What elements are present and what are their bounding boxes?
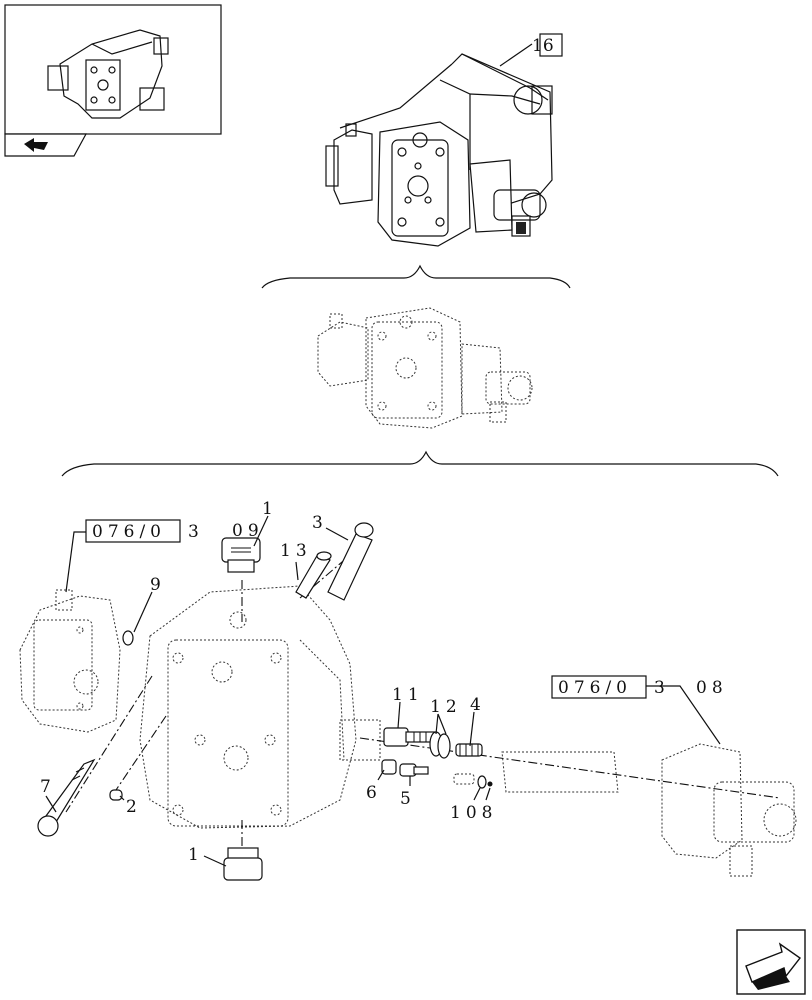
label-p3: 3 <box>312 513 323 533</box>
plug-top[interactable] <box>221 537 261 573</box>
sleeve-13[interactable] <box>295 551 332 599</box>
left-reference[interactable]: 076/0 3 <box>85 519 199 543</box>
arrow-next-icon <box>745 942 802 990</box>
top-assembly-drawing: 16 <box>325 33 563 247</box>
label-p1-top: 1 <box>262 499 273 519</box>
thumbnail-panel[interactable] <box>4 4 222 157</box>
label-p1-bottom: 1 <box>188 845 199 865</box>
right-reference[interactable]: 076/0 3 08 <box>551 675 728 699</box>
top-ref-label: 16 <box>532 36 554 56</box>
label-p2: 2 <box>126 797 137 817</box>
right-ref-suffix: 3 <box>654 678 665 698</box>
pin-3[interactable] <box>327 522 374 601</box>
screw-5[interactable] <box>399 763 429 777</box>
plug-bottom[interactable] <box>223 847 263 881</box>
label-p5: 5 <box>400 789 411 809</box>
pump-thumbnail <box>47 29 169 119</box>
exploded-view: 076/0 3 076/0 3 08 <box>19 499 797 881</box>
label-p12: 12 <box>430 697 462 717</box>
label-p11: 11 <box>392 685 424 705</box>
label-p13: 13 <box>280 541 312 561</box>
bushing-6[interactable] <box>381 759 397 775</box>
small-parts-108[interactable] <box>453 773 493 789</box>
rings-12[interactable] <box>429 731 451 759</box>
small-plug-2[interactable] <box>109 789 123 801</box>
bolt-11[interactable] <box>383 727 437 747</box>
label-p108: 108 <box>450 803 497 823</box>
label-p7: 7 <box>40 777 51 797</box>
spring-4[interactable] <box>455 743 483 757</box>
label-p6: 6 <box>366 783 377 803</box>
label-p09: 09 <box>232 521 264 541</box>
middle-ghost-drawing <box>317 307 533 429</box>
arrow-back-icon <box>24 138 48 152</box>
o-ring-9[interactable] <box>122 630 134 646</box>
long-bolt-7[interactable] <box>37 758 96 837</box>
label-p4: 4 <box>470 695 481 715</box>
left-ref-label: 076/0 <box>92 522 166 542</box>
label-p9: 9 <box>150 575 161 595</box>
left-ref-suffix: 3 <box>188 522 199 542</box>
right-ref-extra: 08 <box>696 678 728 698</box>
next-page-button[interactable] <box>736 929 806 995</box>
right-ref-label: 076/0 <box>558 678 632 698</box>
top-assembly-ref[interactable]: 16 <box>532 33 563 57</box>
